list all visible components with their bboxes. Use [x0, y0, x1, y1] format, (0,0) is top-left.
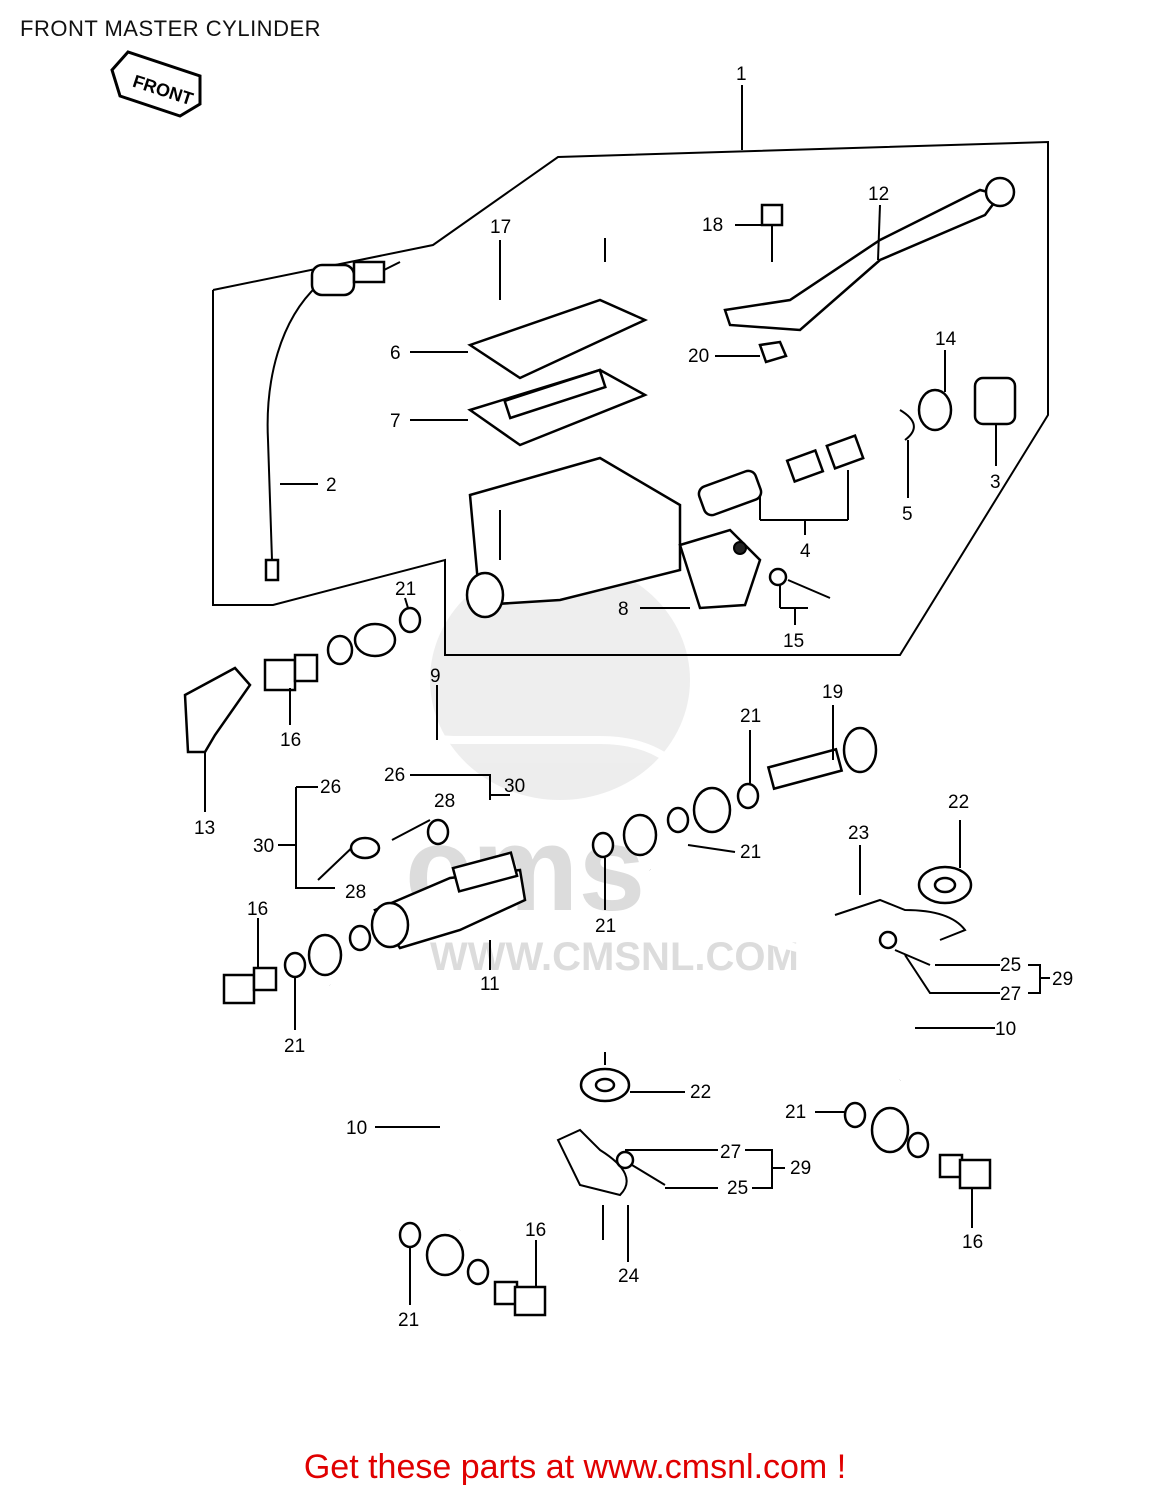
callout-14: 14: [935, 329, 957, 350]
callout-18: 18: [702, 215, 723, 236]
dust-boot-parts: [899, 376, 1017, 441]
brake-lever: [723, 176, 1016, 364]
callout-15: 15: [783, 631, 804, 652]
callout-10a: 10: [995, 1019, 1016, 1040]
upper-brake-hose: [353, 622, 878, 834]
callout-8: 8: [618, 599, 629, 620]
callout-29b: 29: [790, 1158, 811, 1179]
callout-27b: 27: [720, 1142, 741, 1163]
callout-3: 3: [990, 472, 1001, 493]
callout-17: 17: [490, 217, 511, 238]
callout-20: 20: [688, 346, 709, 367]
page-title: FRONT MASTER CYLINDER: [20, 16, 322, 41]
callout-27a: 27: [1000, 984, 1021, 1005]
promo-link[interactable]: Get these parts at www.cmsnl.com !: [303, 1448, 847, 1486]
piston-assembly: [697, 433, 865, 521]
callout-numbers: 1 2 3 4 5 6 7 8 9 10 10 11 12 13 14 15 1…: [194, 64, 1073, 1331]
callout-26a: 26: [320, 777, 341, 798]
master-cylinder-body: [465, 456, 762, 619]
callout-6: 6: [390, 343, 401, 364]
callout-16c: 16: [962, 1232, 983, 1253]
callout-13: 13: [194, 818, 215, 839]
watermark-url: WWW.CMSNL.COM: [430, 935, 799, 979]
callout-2: 2: [326, 475, 337, 496]
callout-21c: 21: [740, 842, 761, 863]
assembly-outline: [212, 85, 1049, 656]
callout-7: 7: [390, 411, 401, 432]
callout-22a: 22: [948, 792, 969, 813]
front-arrow-icon: FRONT: [110, 50, 202, 118]
callout-19: 19: [822, 682, 843, 703]
callout-29a: 29: [1052, 969, 1073, 990]
callout-25a: 25: [1000, 955, 1021, 976]
callout-21e: 21: [284, 1036, 305, 1057]
joint-bolts: [317, 818, 450, 881]
callout-16b: 16: [247, 899, 268, 920]
callout-26b: 26: [384, 765, 405, 786]
callout-21f: 21: [785, 1102, 806, 1123]
callout-23: 23: [848, 823, 869, 844]
callout-5: 5: [902, 504, 913, 525]
handlebar-clamp: [768, 567, 831, 609]
lower-brake-hoses: [307, 813, 910, 1277]
callout-22b: 22: [690, 1082, 711, 1103]
callout-21d: 21: [595, 916, 616, 937]
callout-12: 12: [868, 184, 889, 205]
hose-guides: [556, 865, 973, 1197]
hose-boot: [183, 634, 354, 754]
callout-25b: 25: [727, 1178, 748, 1199]
banjo-bolts-and-washers: [222, 606, 992, 1317]
callout-10b: 10: [346, 1118, 367, 1139]
callout-21g: 21: [398, 1310, 419, 1331]
callout-9: 9: [430, 666, 441, 687]
callout-30b: 30: [253, 836, 274, 857]
callout-4: 4: [800, 541, 811, 562]
callout-28b: 28: [345, 882, 366, 903]
callout-24: 24: [618, 1266, 640, 1287]
callout-21a: 21: [395, 579, 416, 600]
callout-28a: 28: [434, 791, 455, 812]
brake-switch-cable: [264, 260, 401, 582]
callout-21b: 21: [740, 706, 761, 727]
callout-leaders: [204, 204, 1050, 1305]
callout-11: 11: [480, 974, 500, 995]
brake-hose-joint: [370, 851, 527, 950]
callout-30a: 30: [504, 776, 525, 797]
callout-16a: 16: [280, 730, 301, 751]
callout-16d: 16: [525, 1220, 546, 1241]
callout-1: 1: [736, 64, 747, 85]
reservoir-cap: [410, 240, 649, 447]
